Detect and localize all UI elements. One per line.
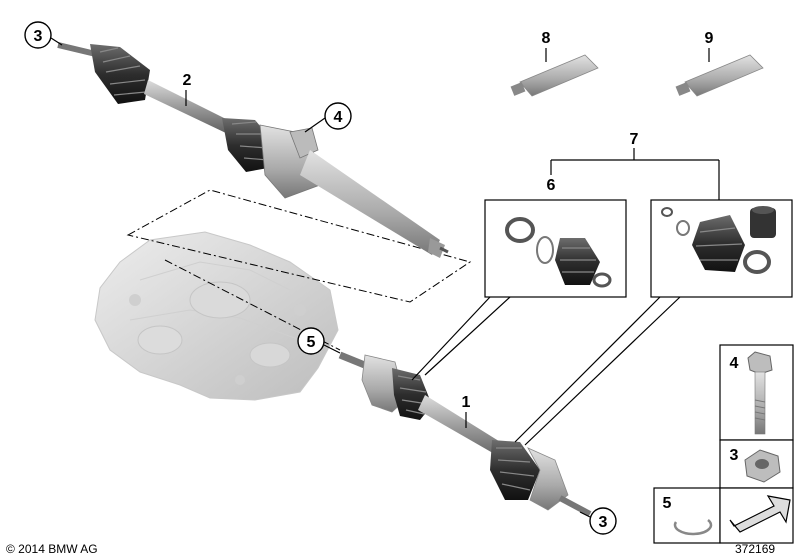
legend-label-nut: 3 bbox=[730, 447, 739, 464]
callout-3-bottom[interactable]: 3 bbox=[589, 507, 617, 535]
svg-text:4: 4 bbox=[334, 109, 343, 126]
boot-kit-outer-parts bbox=[661, 206, 776, 274]
nut-icon bbox=[744, 449, 781, 483]
callout-3-top[interactable]: 3 bbox=[24, 21, 52, 49]
callout-4-top[interactable]: 4 bbox=[324, 102, 352, 130]
callout-8[interactable]: 8 bbox=[542, 30, 551, 47]
legend-label-bolt: 4 bbox=[730, 355, 739, 372]
callout-9[interactable]: 9 bbox=[705, 30, 714, 47]
copyright-text: © 2014 BMW AG bbox=[6, 542, 98, 556]
svg-text:3: 3 bbox=[599, 514, 608, 531]
svg-text:3: 3 bbox=[34, 28, 43, 45]
boot-kit-inner-parts bbox=[505, 217, 612, 288]
legend-label-circlip: 5 bbox=[663, 495, 672, 512]
leader-kit6-b bbox=[411, 296, 491, 381]
leader-5 bbox=[323, 344, 341, 354]
leader-3-top bbox=[50, 37, 63, 46]
grease-tube-9 bbox=[675, 54, 764, 97]
callout-6[interactable]: 6 bbox=[547, 177, 556, 194]
drive-shaft-upper bbox=[57, 42, 449, 258]
callout-1[interactable]: 1 bbox=[462, 394, 471, 411]
diagram-number: 372169 bbox=[735, 542, 775, 556]
drive-shaft-lower bbox=[338, 351, 592, 517]
leader-3-bottom bbox=[579, 511, 591, 518]
svg-text:5: 5 bbox=[307, 334, 316, 351]
installation-outline bbox=[126, 189, 472, 303]
leader-4 bbox=[304, 117, 326, 133]
leader-kit7-b bbox=[514, 296, 661, 443]
grease-tube-8 bbox=[510, 54, 599, 97]
boot-kit-inner-box bbox=[484, 199, 627, 298]
leader-kit7 bbox=[524, 296, 681, 446]
callout-5[interactable]: 5 bbox=[297, 327, 325, 355]
bolt-icon bbox=[747, 351, 773, 435]
leader-kit6 bbox=[424, 296, 511, 376]
callout-2[interactable]: 2 bbox=[183, 72, 192, 89]
arrow-icon bbox=[729, 495, 791, 533]
callout-7[interactable]: 7 bbox=[630, 131, 639, 148]
circlip-icon bbox=[673, 519, 713, 536]
gearbox bbox=[94, 231, 339, 401]
